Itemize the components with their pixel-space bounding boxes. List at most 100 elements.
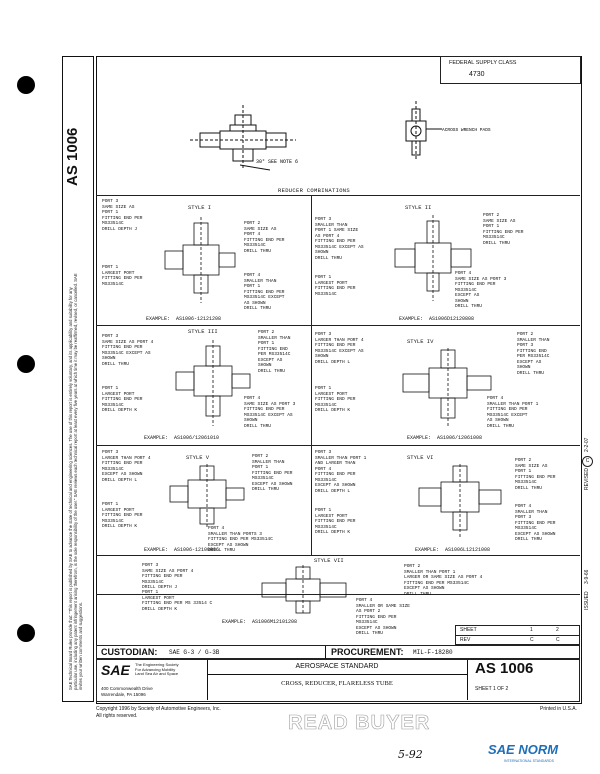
style-6-example: EXAMPLE: AS1006L12121008 <box>415 547 491 553</box>
style-3-fitting-drawing <box>175 340 251 426</box>
standard-type: AEROSPACE STANDARD <box>207 660 467 675</box>
top-figure-wrench-label: ACROSS WRENCH PADS <box>442 127 491 133</box>
style-4-example: EXAMPLE: AS1006/12061008 <box>407 435 483 441</box>
title-doc-number: AS 1006 <box>475 660 534 677</box>
custodian-label: CUSTODIAN: <box>101 647 158 657</box>
grid-vline <box>311 195 312 445</box>
style-6-right-notes: PORT 2 SAME SIZE AS PORT 1 FITTING END P… <box>515 458 556 491</box>
style-3-title: STYLE III <box>188 328 218 335</box>
style-5-right-notes2: PORT 4 SMALLER THAN PORTS 3 FITTING END … <box>208 526 273 553</box>
style-4-panel: STYLE IV PORT 3 LARGER THAN PORT 4 FITTI… <box>311 326 580 445</box>
style-4-right-notes: PORT 2 SMALLER THAN PORT 3 FITTING END P… <box>517 332 550 376</box>
sheet-rev-box: SHEET 1 2 REV C C <box>455 625 580 645</box>
style-2-fitting-drawing <box>394 215 472 301</box>
grid-vline-2 <box>311 445 312 555</box>
style-1-fitting-drawing <box>164 217 236 303</box>
style-6-right-notes2: PORT 4 SMALLER THAN PORT 3 FITTING END P… <box>515 504 556 542</box>
side-issued-date: 3-9-66 <box>584 569 590 584</box>
left-margin-strip <box>62 56 94 702</box>
fsc-label: FEDERAL SUPPLY CLASS <box>449 60 517 66</box>
style-2-example: EXAMPLE: AS1006D12120808 <box>399 316 475 322</box>
style-5-example: EXAMPLE: AS1006-12100806 <box>144 547 220 553</box>
side-disclaimer: SAE Technical Board Rules provide that: … <box>68 273 84 690</box>
style-6-fitting-drawing <box>418 464 502 538</box>
grid-hline-2 <box>96 445 580 446</box>
style-2-title: STYLE II <box>405 204 432 211</box>
style-1-example: EXAMPLE: AS1006-12121208 <box>146 316 222 322</box>
style-7-panel: STYLE VII <box>96 556 580 595</box>
style-2-left-notes2: PORT 1 LARGEST PORT FITTING END PER MS33… <box>315 275 356 297</box>
style-3-right-notes: PORT 2 SMALLER THAN PORT 1 FITTING END P… <box>258 330 291 374</box>
styles-grid-border <box>96 195 580 595</box>
procurement-value: MIL-F-18280 <box>413 649 453 656</box>
copyright: Copyright 1996 by Society of Automotive … <box>96 706 221 719</box>
style-1-right-notes: PORT 2 SAME SIZE AS PORT 4 FITTING END P… <box>244 221 285 254</box>
rev-a: C <box>530 637 534 643</box>
part-title: CROSS, REDUCER, FLARELESS TUBE <box>281 680 393 687</box>
top-figure: 30° SEE NOTE 6 ACROSS WRENCH PADS <box>190 101 491 171</box>
sheet-label: SHEET <box>460 627 477 633</box>
style-5-left-notes: PORT 3 LARGER THAN PORT 4 FITTING END PE… <box>102 450 151 483</box>
style-1-left-notes: PORT 3 SAME SIZE AS PORT 1 FITTING END P… <box>102 199 143 232</box>
sheet-number: 1 <box>530 627 533 633</box>
style-4-fitting-drawing <box>402 348 492 426</box>
sae-logo: SAE <box>101 662 130 678</box>
custodian-value: SAE G-3 / G-3B <box>169 649 220 656</box>
style-1-panel: STYLE I PORT 3 SAME SIZE AS PORT 1 FITTI… <box>96 195 311 325</box>
side-rev-circle: C <box>582 456 593 467</box>
style-5-fitting-drawing <box>169 464 245 528</box>
style-7-title: STYLE VII <box>314 557 344 564</box>
style-4-left-notes2: PORT 1 LARGEST PORT FITTING END PER MS33… <box>315 386 356 413</box>
style-6-title: STYLE VI <box>407 454 434 461</box>
style-5-panel: STYLE V PORT 3 LARGER THAN PORT 4 FITTIN… <box>96 446 311 555</box>
handwritten-note: 5-92 <box>398 748 423 761</box>
fsc-value: 4730 <box>469 71 485 78</box>
style-7-right-notes: PORT 2 SMALLER THAN PORT 1 LARGER OR SAM… <box>404 564 483 597</box>
style-3-panel: STYLE III PORT 3 SAME SIZE AS PORT 4 FIT… <box>96 326 311 445</box>
grid-hline-3 <box>96 555 580 556</box>
title-block: SAE The Engineering Society For Advancin… <box>96 659 580 702</box>
style-1-title: STYLE I <box>188 204 212 211</box>
binder-hole-top <box>17 76 35 94</box>
sae-org-text: The Engineering Society For Advancing Mo… <box>135 662 179 677</box>
style-2-right-notes2: PORT 4 SAME SIZE AS PORT 3 FITTING END P… <box>455 271 507 309</box>
style-4-right-notes2: PORT 4 SMALLER THAN PORT 1 FITTING END P… <box>487 396 539 429</box>
style-5-title: STYLE V <box>186 454 210 461</box>
sae-logo-block: SAE The Engineering Society For Advancin… <box>97 660 208 700</box>
style-2-left-notes: PORT 3 SMALLER THAN PORT 1 SAME SIZE AS … <box>315 217 364 261</box>
style-2-panel: STYLE II PORT 3 SMALLER THAN PORT 1 SAME… <box>311 195 580 325</box>
style-6-left-notes2: PORT 1 LARGEST PORT FITTING END PER MS33… <box>315 508 356 535</box>
style-3-left-notes2: PORT 1 LARGEST PORT FITTING END PER MS33… <box>102 386 143 413</box>
style-3-example: EXAMPLE: AS1006/12061010 <box>144 435 220 441</box>
style-5-left-notes2: PORT 1 LARGEST PORT FITTING END PER MS33… <box>102 502 143 529</box>
side-doc-number: AS 1006 <box>64 127 81 186</box>
sheet-of: 2 <box>556 627 559 633</box>
binder-hole-bottom <box>17 624 35 642</box>
sae-norm-brand: SAE NORM <box>488 742 559 757</box>
side-issued-label: ISSUED <box>584 591 590 610</box>
binder-hole-middle <box>17 355 35 373</box>
sae-address: 400 Commonwealth Drive Warrendale, PA 15… <box>101 686 153 697</box>
style-3-right-notes2: PORT 4 SAME SIZE AS PORT 3 FITTING END P… <box>244 396 296 429</box>
rev-label: REV <box>460 637 471 643</box>
style-7-example: EXAMPLE: AS1006M12101208 <box>222 619 298 625</box>
procurement-label: PROCUREMENT: <box>331 647 404 657</box>
side-revised-label: REVISED <box>584 468 590 490</box>
style-7-right-notes2: PORT 4 SMALLER OR SAME SIZE AS PORT 2 FI… <box>356 598 411 636</box>
printed-in: Printed in U.S.A. <box>540 706 577 712</box>
style-1-right-notes2: PORT 4 SMALLER THAN PORT 1 FITTING END P… <box>244 273 285 311</box>
grid-hline-1 <box>96 325 580 326</box>
style-6-left-notes: PORT 3 SMALLER THAN PORT 1 AND LARGER TH… <box>315 450 367 494</box>
style-5-right-notes: PORT 2 SMALLER THAN PORT 1 FITTING END P… <box>252 454 293 492</box>
fsc-box: FEDERAL SUPPLY CLASS 4730 <box>440 56 581 84</box>
title-sheet-text: SHEET 1 OF 2 <box>475 686 509 692</box>
style-7-fitting-drawing <box>261 565 347 615</box>
rev-b: C <box>556 637 560 643</box>
style-2-right-notes: PORT 2 SAME SIZE AS PORT 1 FITTING END P… <box>483 213 524 246</box>
style-7-left-notes2: PORT 1 LARGEST PORT FITTING END PER MS 3… <box>142 590 213 612</box>
sae-norm-sub: INTERNATIONAL STANDARDS <box>504 759 554 763</box>
side-revised-date: 2-2-07 <box>584 437 590 452</box>
drawing-frame <box>96 56 582 704</box>
style-1-left-notes2: PORT 1 LARGEST PORT FITTING END PER MS33… <box>102 265 143 287</box>
style-3-left-notes: PORT 3 SAME SIZE AS PORT 4 FITTING END P… <box>102 334 154 367</box>
